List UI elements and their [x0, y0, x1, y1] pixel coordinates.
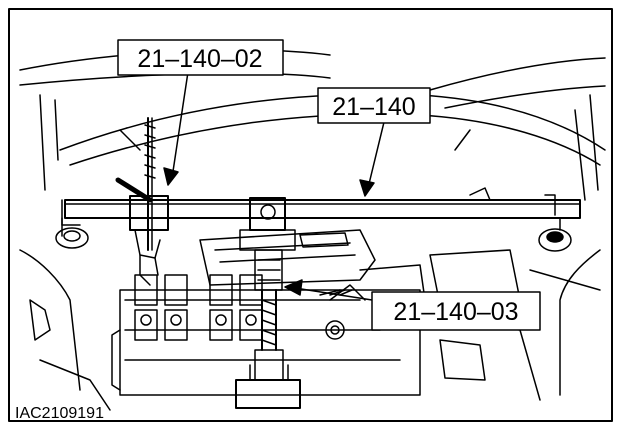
- hood-outline: [19, 49, 606, 201]
- leader-21-140: [367, 117, 386, 189]
- callout-21-140-03: 21–140–03: [371, 291, 541, 331]
- alignment-bar: [55, 187, 581, 252]
- callout-label-21-140-03: 21–140–03: [393, 298, 518, 326]
- left-bracket-tool: [115, 117, 169, 286]
- center-clamp-tool: [235, 197, 301, 409]
- callout-21-140-02: 21–140–02: [117, 39, 284, 76]
- callout-label-21-140-02: 21–140–02: [137, 45, 262, 73]
- figure-reference: IAC2109191: [15, 405, 104, 422]
- leader-lines: [163, 71, 386, 301]
- callout-label-21-140: 21–140: [332, 93, 415, 121]
- callout-21-140: 21–140: [317, 87, 431, 124]
- figure-frame: [8, 8, 613, 422]
- leader-21-140-02: [171, 71, 189, 179]
- leader-21-140-03: [294, 287, 373, 301]
